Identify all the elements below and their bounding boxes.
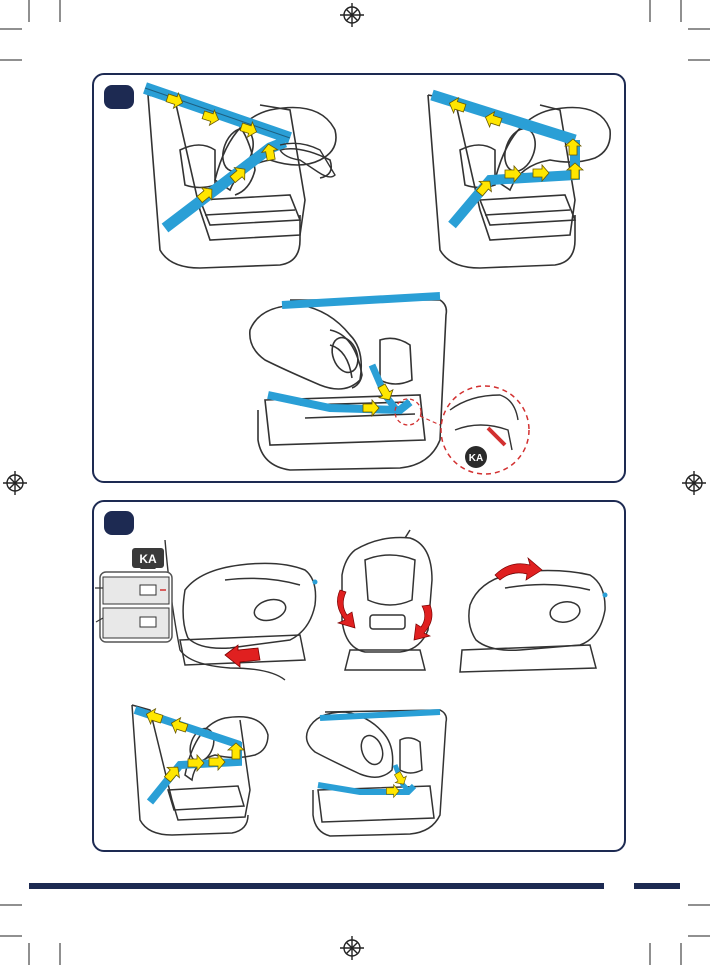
seatbelt: [318, 712, 440, 797]
seat-illustration-6: [460, 571, 608, 672]
ka-label: KA: [139, 552, 157, 566]
seat-illustration-5: [342, 530, 432, 670]
rotate-arrow-icon: [414, 605, 432, 640]
rotate-arrow-icon: [495, 558, 542, 580]
seatbelt: [145, 88, 290, 228]
footer-rule-long: [29, 883, 604, 889]
seat-illustration-3: [250, 300, 447, 470]
rotate-arrow-icon: [337, 590, 355, 628]
ka-zoom-callout: KA: [441, 386, 529, 474]
footer-rule-short: [634, 883, 680, 889]
seat-illustration-7: [132, 705, 268, 835]
ka-label: KA: [469, 453, 483, 464]
seat-illustration-8: [307, 710, 447, 836]
seatbelt: [268, 296, 440, 416]
seatbelt: [135, 707, 244, 802]
